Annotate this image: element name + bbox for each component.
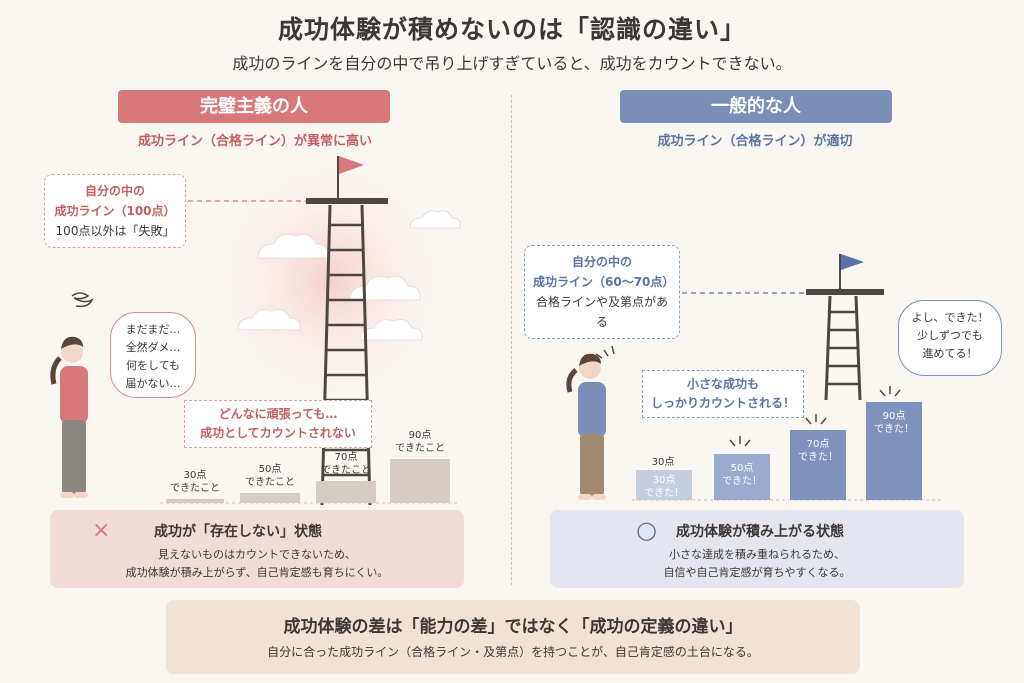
score-bar: [866, 402, 922, 500]
short-ladder-platform: [806, 289, 884, 295]
no-success-panel: [50, 510, 464, 588]
cloud-icon: [237, 210, 461, 341]
bubble-line: 何をしても: [125, 359, 181, 372]
success-stacking-description: 小さな達成を積み重ねられるため、 自信や自己肯定感が育ちやすくなる。: [560, 546, 954, 582]
score-value: 50点: [730, 463, 754, 474]
note-line-3: 100点以外は「失敗」: [55, 224, 175, 238]
ordinary-subheading: 成功ライン（合格ライン）が適切: [657, 134, 853, 149]
score-bar: [240, 493, 300, 503]
not-counted-callout: どんなに頑張っても… 成功としてカウントされない: [184, 400, 372, 448]
score-value: 50点: [258, 464, 282, 475]
page-subtitle: 成功のラインを自分の中で吊り上げすぎていると、成功をカウントできない。: [232, 54, 792, 73]
score-bar: [790, 430, 846, 500]
score-label: 70点できた！: [790, 438, 846, 464]
ladder-platform: [306, 198, 388, 204]
person-confident-illustration: [566, 353, 606, 500]
score-caption: できた！: [798, 452, 838, 463]
success-stacking-panel: [550, 510, 964, 588]
score-label: 70点できたこと: [310, 451, 382, 477]
score-caption: できた！: [722, 476, 762, 487]
circle-mark-icon: ○: [636, 516, 657, 544]
sparkle-icon: [595, 345, 901, 447]
score-caption: できたこと: [395, 443, 445, 454]
note-line-2: 成功ライン（60〜70点）: [533, 275, 675, 289]
callout-line: 小さな成功も: [686, 377, 759, 391]
score-label: 50点できたこと: [234, 463, 306, 489]
score-bar: [166, 499, 224, 503]
note-line-1: 自分の中の: [571, 255, 632, 269]
positive-speech-bubble: よし、できた！ 少しずつでも 進めてる！: [898, 300, 1002, 376]
score-caption: できたこと: [245, 477, 295, 488]
perfectionist-subheading: 成功ライン（合格ライン）が異常に高い: [137, 134, 372, 149]
score-bar: [316, 481, 376, 503]
frustrated-speech-bubble: まだまだ… 全然ダメ… 何をしても 届かない…: [110, 312, 196, 398]
outside-score-label: 30点: [651, 457, 675, 468]
perfectionist-line-note: 自分の中の 成功ライン（100点） 100点以外は「失敗」: [44, 174, 186, 248]
page-title: 成功体験が積めないのは「認識の違い」: [277, 15, 746, 44]
score-value: 90点: [408, 430, 432, 441]
bubble-line: 進めてる！: [922, 347, 978, 360]
red-flag-icon: [339, 156, 364, 174]
success-stacking-title: 成功体験が積み上がる状態: [676, 524, 844, 540]
glow-background: [200, 140, 460, 420]
short-ladder-rungs: [827, 310, 859, 386]
bubble-line: 全然ダメ…: [125, 341, 181, 354]
note-line-1: 自分の中の: [84, 184, 145, 198]
summary-panel: [166, 600, 860, 674]
note-line-3: 合格ラインや及第点がある: [535, 295, 668, 329]
person-frustrated-illustration: [50, 292, 94, 498]
cross-mark-icon: ×: [92, 518, 111, 543]
score-label: 90点できた！: [866, 410, 922, 436]
perfectionist-banner: 完璧主義の人: [118, 90, 390, 123]
score-label: 50点できた！: [714, 462, 770, 488]
description-line: 見えないものはカウントできないため、: [158, 548, 356, 561]
note-line-2: 成功ライン（100点）: [54, 204, 176, 218]
no-success-description: 見えないものはカウントできないため、 成功体験が積み上がらず、自己肯定感も育ちに…: [60, 546, 454, 582]
score-bar: [390, 459, 450, 503]
callout-line: しっかりカウントされる！: [650, 396, 795, 410]
score-bar: [636, 470, 692, 500]
score-value: 70点: [806, 439, 830, 450]
summary-title: 成功体験の差は「能力の差」ではなく「成功の定義の違い」: [283, 617, 743, 637]
score-value: 30点: [652, 475, 676, 486]
callout-line: 成功としてカウントされない: [200, 426, 356, 440]
score-caption: できたこと: [321, 465, 371, 476]
description-line: 小さな達成を積み重ねられるため、: [669, 548, 845, 561]
bubble-line: 少しずつでも: [917, 329, 983, 342]
score-value: 30点: [183, 470, 207, 481]
score-caption: できた！: [874, 424, 914, 435]
counted-callout: 小さな成功も しっかりカウントされる！: [642, 370, 804, 418]
blue-flag-icon: [841, 254, 864, 270]
callout-line: どんなに頑張っても…: [218, 407, 338, 421]
description-line: 自信や自己肯定感が育ちやすくなる。: [663, 566, 851, 579]
score-caption: できた！: [644, 488, 684, 499]
frustration-scribble-icon: [71, 292, 94, 308]
bubble-line: 届かない…: [125, 377, 181, 390]
summary-description: 自分に合った成功ライン（合格ライン・及第点）を持つことが、自己肯定感の土台になる…: [267, 645, 759, 659]
ordinary-person-banner: 一般的な人: [620, 90, 892, 123]
column-divider: [511, 95, 512, 585]
no-success-title: 成功が「存在しない」状態: [154, 524, 322, 540]
description-line: 成功体験が積み上がらず、自己肯定感も育ちにくい。: [125, 566, 389, 579]
score-label: 90点できたこと: [384, 429, 456, 455]
score-label: 30点できた！: [636, 474, 692, 500]
ordinary-line-note: 自分の中の 成功ライン（60〜70点） 合格ラインや及第点がある: [524, 245, 680, 339]
score-value: 90点: [882, 411, 906, 422]
score-bar: [714, 454, 770, 500]
score-label: 30点できたこと: [160, 469, 230, 495]
score-caption: できたこと: [170, 483, 220, 494]
tall-ladder: [320, 204, 372, 506]
score-value: 70点: [334, 452, 358, 463]
bubble-line: まだまだ…: [125, 323, 181, 336]
bubble-line: よし、できた！: [911, 311, 989, 324]
